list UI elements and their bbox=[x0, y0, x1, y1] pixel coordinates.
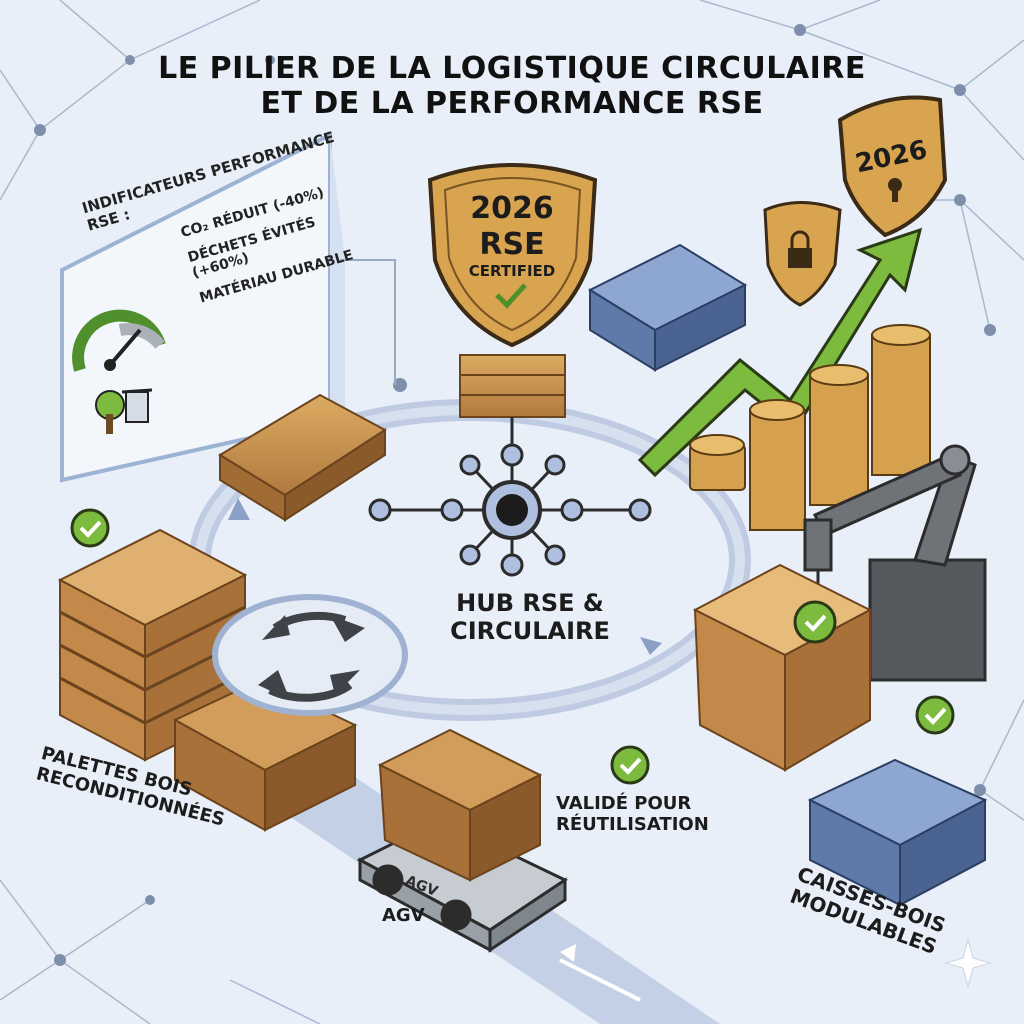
agv-label: AGV bbox=[382, 905, 425, 926]
title-line-1: LE PILIER DE LA LOGISTIQUE CIRCULAIRE bbox=[158, 51, 866, 86]
hub-nodes bbox=[368, 443, 652, 577]
coin-stacks bbox=[689, 324, 931, 531]
badge-main-year: 2026 bbox=[470, 191, 554, 226]
valide-label-line-1: VALIDÉ POUR bbox=[556, 793, 692, 814]
trash-bin-icon bbox=[121, 388, 153, 423]
hub-label: HUB RSE & CIRCULAIRE bbox=[430, 589, 630, 645]
valide-label-line-2: RÉUTILISATION bbox=[556, 813, 709, 835]
growth-arrow bbox=[637, 227, 923, 478]
check-badge-left bbox=[70, 508, 110, 548]
page-title: LE PILIER DE LA LOGISTIQUE CIRCULAIRE ET… bbox=[0, 51, 1024, 121]
network-nodes bbox=[34, 24, 996, 966]
pallet-stack-front bbox=[172, 678, 358, 832]
title-line-2: ET DE LA PERFORMANCE RSE bbox=[260, 85, 764, 121]
check-badge-right bbox=[915, 695, 955, 735]
certified-ribbon-icon bbox=[793, 600, 837, 644]
pallet-upper-left bbox=[218, 393, 387, 522]
tree-icon bbox=[95, 390, 125, 434]
badge-main-sub: CERTIFIED bbox=[469, 262, 555, 280]
valide-label: VALIDÉ POUR RÉUTILISATION bbox=[556, 793, 756, 835]
pallet-center bbox=[459, 354, 566, 418]
wooden-crate bbox=[692, 563, 873, 772]
agv-pallet-stack bbox=[377, 728, 543, 882]
shield-2026-icon bbox=[837, 95, 948, 238]
blue-crates bbox=[807, 758, 988, 907]
hub-label-line-2: CIRCULAIRE bbox=[450, 616, 610, 645]
recycle-arrows-icon bbox=[212, 594, 408, 716]
rse-certified-shield bbox=[427, 163, 598, 348]
hub-core bbox=[482, 480, 542, 540]
badge-main-line: RSE bbox=[479, 227, 544, 262]
robot-arm bbox=[803, 444, 987, 682]
gauge-icon bbox=[72, 309, 166, 372]
lock-shield-icon bbox=[763, 201, 842, 307]
check-badge-valide bbox=[610, 745, 650, 785]
blue-pallet-top bbox=[587, 243, 748, 372]
hub-label-line-1: HUB RSE & bbox=[456, 589, 604, 617]
sparkle-icon bbox=[944, 938, 992, 988]
